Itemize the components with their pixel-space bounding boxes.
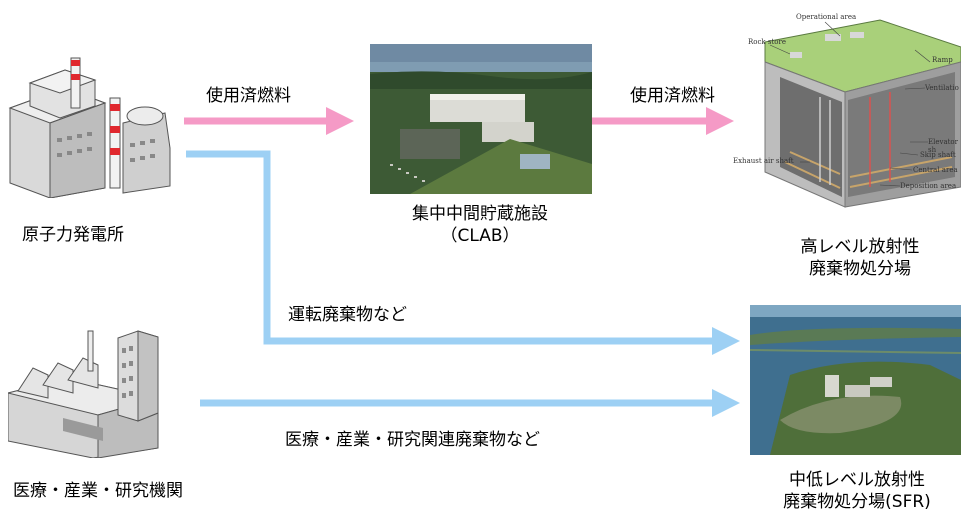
institution-building-icon <box>8 330 159 458</box>
hlw-label-line2: 廃棄物処分場 <box>809 259 911 279</box>
callout-central-area: Central area <box>913 166 958 174</box>
callout-exhaust-air-shaft: Exhaust air shaft <box>733 157 794 165</box>
sfr-facility-photo <box>750 305 961 455</box>
spent-fuel-label-1: 使用済燃料 <box>206 86 291 106</box>
operational-waste-label: 運転廃棄物など <box>288 305 407 325</box>
hlw-label: 高レベル放射性 廃棄物処分場 <box>780 236 940 280</box>
callout-deposition-area: Deposition area <box>900 182 957 190</box>
npp-label: 原子力発電所 <box>22 225 124 245</box>
callout-ramp: Ramp <box>932 56 953 64</box>
operational-waste-arrow <box>186 150 740 355</box>
sfr-label-line1: 中低レベル放射性 <box>789 470 925 490</box>
nuclear-power-plant-icon <box>8 57 171 198</box>
institutional-waste-label: 医療・産業・研究関連廃棄物など <box>285 430 540 450</box>
clab-label-line2: （CLAB） <box>440 226 520 246</box>
callout-ventilation: Ventilatio <box>925 84 959 92</box>
institution-label: 医療・産業・研究機関 <box>13 481 183 501</box>
hlw-repository-cutaway-illustration <box>764 19 961 208</box>
callout-skip-shaft: Skip shaft <box>920 151 956 159</box>
clab-label-line1: 集中中間貯蔵施設 <box>412 204 548 224</box>
clab-facility-photo <box>370 44 592 194</box>
sfr-label-line2: 廃棄物処分場(SFR) <box>783 492 931 512</box>
callout-operational-area: Operational area <box>796 13 857 21</box>
sfr-label: 中低レベル放射性 廃棄物処分場(SFR) <box>762 469 952 513</box>
clab-label: 集中中間貯蔵施設 （CLAB） <box>380 203 580 247</box>
callout-rock-store: Rock store <box>748 38 786 46</box>
callout-elevator-shaft: Elevator sh <box>928 138 958 154</box>
spent-fuel-label-2: 使用済燃料 <box>630 86 715 106</box>
hlw-label-line1: 高レベル放射性 <box>800 237 920 257</box>
